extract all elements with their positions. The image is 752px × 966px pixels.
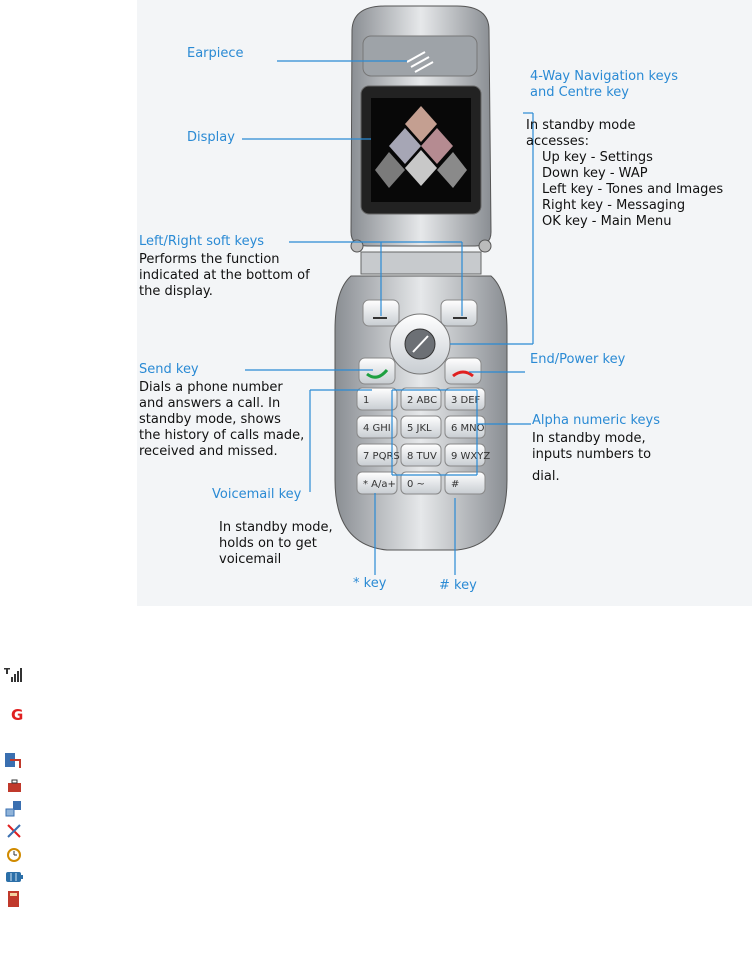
- gprs-g-icon: G: [11, 706, 23, 723]
- keypad-key[interactable]: [356, 387, 398, 411]
- soft-keys-description: Performs the function indicated at the b…: [139, 252, 310, 299]
- keypad-key[interactable]: [444, 471, 486, 495]
- keypad-key-label: 4 GHI: [363, 423, 391, 434]
- keypad-key-label: 1: [363, 395, 369, 406]
- call-icon: [366, 369, 389, 379]
- keypad-key-label: 8 TUV: [407, 451, 437, 462]
- send-key[interactable]: [358, 357, 396, 385]
- silent-mode-icon: [7, 824, 21, 838]
- keypad-key-label: 2 ABC: [407, 395, 437, 406]
- briefcase-icon: [8, 779, 21, 792]
- memory-card-icon: [8, 891, 19, 907]
- display-wallpaper: [375, 106, 467, 188]
- right-soft-key[interactable]: [440, 299, 478, 327]
- alpha-keys-description: In standby mode, inputs numbers to dial.: [532, 431, 652, 484]
- display-label: Display: [187, 130, 235, 145]
- keypad-key[interactable]: [444, 415, 486, 439]
- voicemail-key-description: In standby mode, holds on to get voicema…: [219, 520, 333, 567]
- keypad-key-label: 7 PQRS: [363, 451, 400, 462]
- hash-key-label: # key: [439, 578, 477, 593]
- keypad-key[interactable]: [400, 415, 442, 439]
- earpiece-label: Earpiece: [187, 46, 244, 61]
- battery-icon: [6, 872, 23, 882]
- phone-illustration: 1 2 ABC 3 DEF 4 GHI 5 JKL 6 MNO 7 PQRS 8 TUV 9 W…: [242, 5, 534, 575]
- keypad-key[interactable]: [400, 471, 442, 495]
- end-call-icon: [452, 370, 474, 378]
- call-divert-icon: [5, 753, 21, 768]
- alarm-clock-icon: [7, 848, 21, 862]
- alpha-keys-label: Alpha numeric keys: [532, 413, 661, 428]
- keypad-key-label: 5 JKL: [407, 423, 432, 434]
- voicemail-key-label: Voicemail key: [212, 487, 302, 502]
- send-key-label: Send key: [139, 362, 199, 377]
- keypad-key[interactable]: [400, 387, 442, 411]
- keypad-key-label: * A/a+: [363, 479, 396, 490]
- keypad-key[interactable]: [444, 387, 486, 411]
- star-key-label: * key: [353, 576, 387, 591]
- end-power-key-label: End/Power key: [530, 352, 626, 367]
- soft-keys-label: Left/Right soft keys: [139, 234, 265, 249]
- keypad-key-label: 6 MNO: [451, 423, 485, 434]
- nav-keys-description: In standby mode accesses: Up key - Setti…: [526, 118, 724, 229]
- callout-lines: [242, 60, 534, 575]
- keypad-key-label: 9 WXYZ: [451, 451, 490, 462]
- keypad-key[interactable]: [356, 443, 398, 467]
- keypad-key[interactable]: [444, 443, 486, 467]
- earpiece-icon: [406, 51, 434, 73]
- signal-strength-icon: [4, 668, 22, 682]
- nav-keys-title-line-1: 4-Way Navigation keys: [530, 69, 679, 84]
- send-key-description: Dials a phone number and answers a call.…: [139, 380, 305, 459]
- keypad-key[interactable]: [356, 415, 398, 439]
- keypad-key[interactable]: [356, 471, 398, 495]
- alpha-numeric-keypad[interactable]: 1 2 ABC 3 DEF 4 GHI 5 JKL 6 MNO 7 PQRS 8 TUV 9 W…: [356, 387, 490, 495]
- keypad-key-label: 3 DEF: [451, 395, 481, 406]
- earpiece-panel: [362, 35, 478, 77]
- keypad-key[interactable]: [400, 443, 442, 467]
- message-icon: [5, 801, 21, 817]
- keypad-key-label: 0 ~: [407, 479, 425, 490]
- keypad-key-label: #: [451, 479, 459, 490]
- svg-text:G: G: [11, 706, 23, 723]
- phone-diagram: 1 2 ABC 3 DEF 4 GHI 5 JKL 6 MNO 7 PQRS 8 TUV 9 W…: [137, 0, 752, 606]
- nav-keys-label: 4-Way Navigation keys and Centre key: [530, 69, 678, 101]
- nav-keys-title-line-2: and Centre key: [530, 85, 629, 100]
